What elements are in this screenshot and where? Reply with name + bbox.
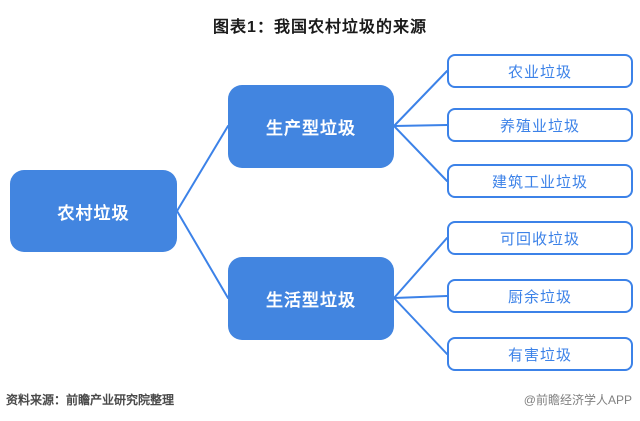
watermark-label: @前瞻经济学人APP xyxy=(523,393,632,407)
edge-branch2-leaf5 xyxy=(393,295,448,299)
figure-title: 图表1：我国农村垃圾的来源 xyxy=(213,19,427,36)
leaf-hazardous-waste: 有害垃圾 xyxy=(447,337,633,371)
edge-branch1-leaf2 xyxy=(393,124,448,127)
edge-branch2-leaf6 xyxy=(393,297,448,355)
node-production-waste: 生产型垃圾 xyxy=(228,85,394,168)
leaf-recyclable-waste: 可回收垃圾 xyxy=(447,221,633,255)
node-rural-waste: 农村垃圾 xyxy=(10,170,177,252)
edge-branch1-leaf3 xyxy=(393,125,448,182)
leaf-construction-waste: 建筑工业垃圾 xyxy=(447,164,633,198)
edge-branch1-leaf1 xyxy=(393,70,448,127)
source-note: 资料来源：前瞻产业研究院整理 xyxy=(6,393,175,407)
edge-root-branch2 xyxy=(176,210,229,299)
leaf-breeding-waste: 养殖业垃圾 xyxy=(447,108,633,142)
leaf-kitchen-waste: 厨余垃圾 xyxy=(447,279,633,313)
node-living-waste: 生活型垃圾 xyxy=(228,257,394,340)
edge-branch2-leaf4 xyxy=(393,237,448,299)
leaf-agricultural-waste: 农业垃圾 xyxy=(447,54,633,88)
edge-root-branch1 xyxy=(176,125,229,212)
